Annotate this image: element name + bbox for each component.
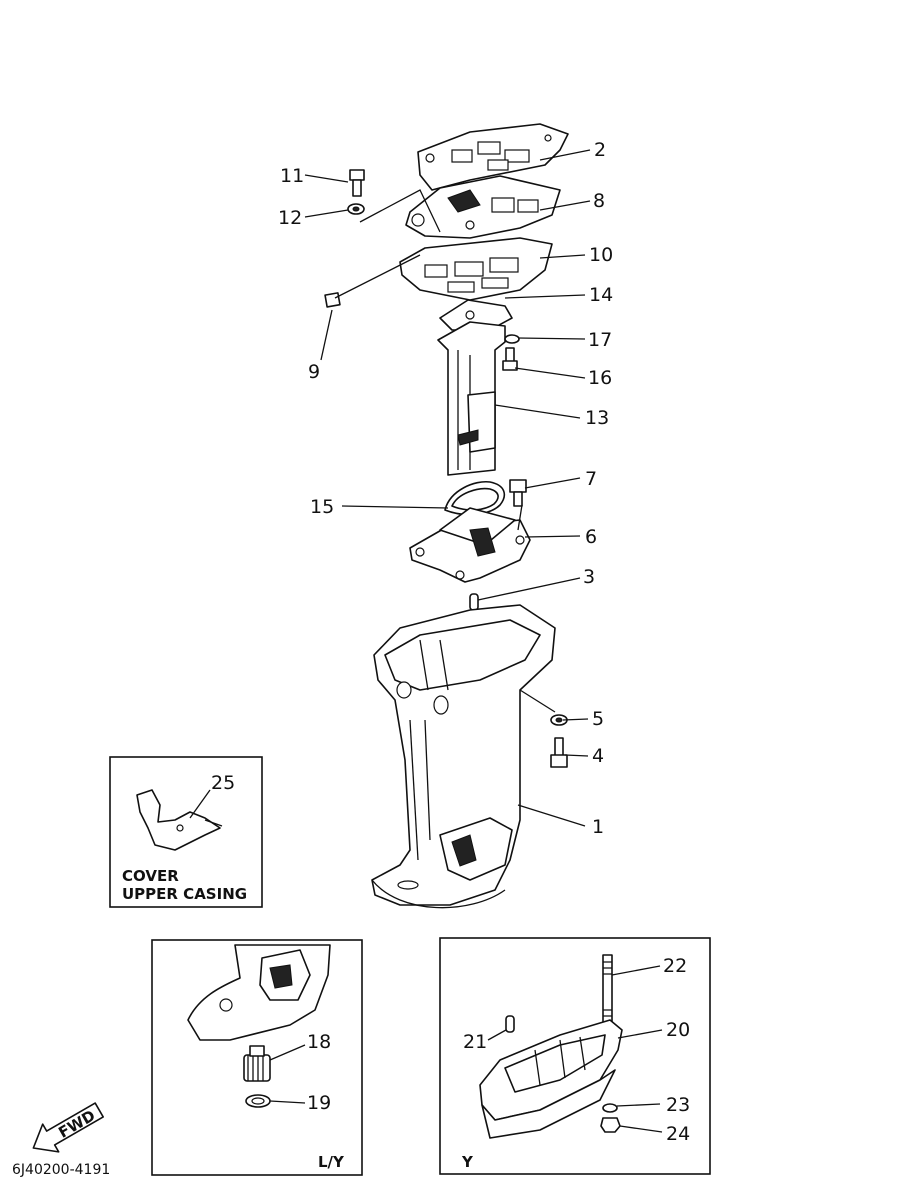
callout-16: 16 [588, 367, 612, 389]
callout-14: 14 [589, 284, 613, 306]
inset-y: 22 20 21 23 24 Y [439, 937, 711, 1175]
inset-cover-label-line1: COVER [122, 867, 179, 885]
part-10-gasket [399, 237, 553, 301]
callout-8: 8 [593, 190, 605, 212]
part-1-upper-casing [371, 604, 556, 909]
callout-24: 24 [666, 1123, 690, 1145]
part-16-bolt [502, 347, 518, 371]
part-4-bolt [550, 737, 568, 768]
callout-15: 15 [310, 496, 334, 518]
callout-4: 4 [592, 745, 604, 767]
part-7-bolt [509, 479, 527, 507]
part-21-dowel [505, 1015, 515, 1033]
inset-ly-label: L/Y [318, 1153, 345, 1171]
part-9-nut [324, 292, 341, 308]
part-14-gasket [439, 299, 513, 331]
part-24-nut [600, 1117, 621, 1133]
callout-23: 23 [666, 1094, 690, 1116]
inset-cover-upper-casing: 25 COVER UPPER CASING [109, 756, 263, 908]
part-23-washer [602, 1103, 618, 1113]
inset-cover-label-line2: UPPER CASING [122, 885, 247, 903]
part-8-plate [405, 175, 561, 239]
callout-11: 11 [280, 165, 304, 187]
part-20-plate [479, 1019, 623, 1139]
part-18-gear [243, 1045, 271, 1082]
callout-10: 10 [589, 244, 613, 266]
callout-19: 19 [307, 1092, 331, 1114]
part-13-exhaust-guide [437, 321, 506, 476]
part-17-washer [504, 334, 520, 344]
callout-17: 17 [588, 329, 612, 351]
part-22-stud [602, 954, 613, 1026]
callout-22: 22 [663, 955, 687, 977]
inset-y-label: Y [461, 1153, 474, 1171]
callout-5: 5 [592, 708, 604, 730]
callout-25: 25 [211, 772, 235, 794]
inset-ly: 18 19 L/Y [151, 939, 363, 1176]
part-6-bracket [409, 507, 531, 583]
callout-13: 13 [585, 407, 609, 429]
leader-lines [304, 149, 591, 827]
callout-2: 2 [594, 139, 606, 161]
part-3-dowel [469, 593, 479, 611]
part-11-bolt [349, 169, 365, 197]
callout-12: 12 [278, 207, 302, 229]
callout-7: 7 [585, 468, 597, 490]
callout-9: 9 [308, 361, 320, 383]
callout-21: 21 [463, 1031, 487, 1053]
callout-18: 18 [307, 1031, 331, 1053]
fwd-label: FWD [55, 1106, 98, 1141]
callout-1: 1 [592, 816, 604, 838]
callout-3: 3 [583, 566, 595, 588]
part-12-washer [347, 203, 365, 215]
part-19-clip [245, 1094, 271, 1108]
drawing-code: 6J40200-4191 [12, 1162, 110, 1178]
fwd-arrow-icon: FWD [32, 1102, 104, 1153]
callout-6: 6 [585, 526, 597, 548]
part-2-gasket [417, 123, 569, 191]
callout-20: 20 [666, 1019, 690, 1041]
